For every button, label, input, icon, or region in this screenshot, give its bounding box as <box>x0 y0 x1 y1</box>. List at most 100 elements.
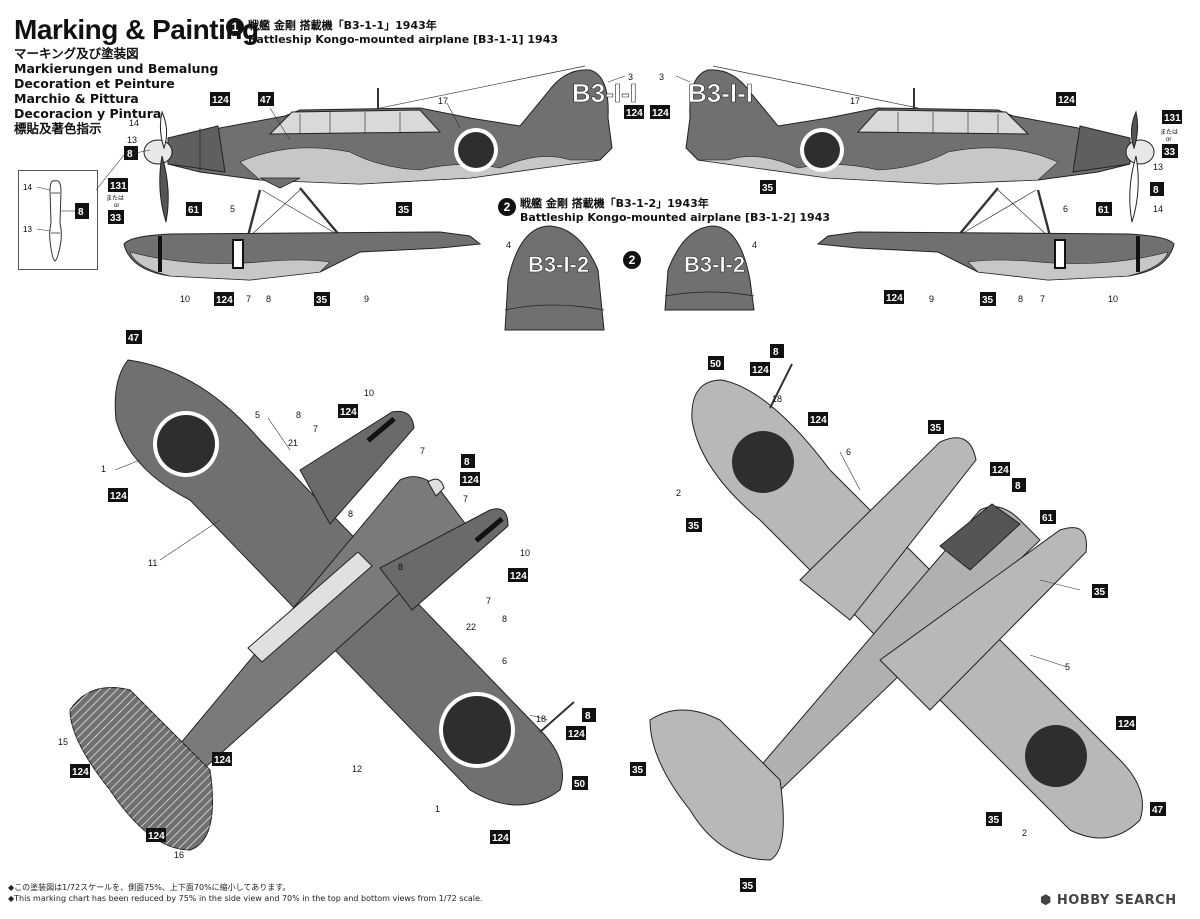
alt-en-right: or <box>1166 137 1171 143</box>
callout-13-left: 13 <box>127 135 137 145</box>
callout-18-top: 18 <box>536 714 546 724</box>
callout-15-top: 15 <box>58 737 68 747</box>
box-35-j: 35 <box>742 881 754 892</box>
callout-2-bottom-b: 2 <box>1022 828 1027 838</box>
right-side-view <box>685 65 1175 281</box>
callout-9-right: 9 <box>929 294 934 304</box>
propeller-inset: 14 13 8 <box>18 170 98 270</box>
box-8-right: 8 <box>1153 185 1159 196</box>
alt-jp-left: または <box>106 195 124 202</box>
callout-7-top-c: 7 <box>463 494 468 504</box>
box-61-right: 61 <box>1098 205 1110 216</box>
box-124-j: 124 <box>110 491 127 502</box>
version2-badge: 2 <box>498 198 516 216</box>
footer-note-jp: ◆この塗装図は1/72スケールを、側面75%、上下面70%に縮小してあります。 <box>8 883 291 892</box>
box-124-e: 124 <box>216 295 233 306</box>
callout-17-right: 17 <box>850 96 860 106</box>
callout-7-right: 7 <box>1040 294 1045 304</box>
callout-6-side: 6 <box>1063 204 1068 214</box>
subtitle-fr: Decoration et Peinture <box>14 76 175 91</box>
box-61-bottom: 61 <box>1042 513 1054 524</box>
box-131-left: 131 <box>110 181 127 192</box>
inset-callout-14: 14 <box>23 183 32 192</box>
callout-1-top-b: 1 <box>435 804 440 814</box>
callout-8-top-d: 8 <box>502 614 507 624</box>
box-33-right: 33 <box>1164 147 1176 158</box>
circle-callouts: 17 17 3 3 14 13 13 14 5 6 10 10 7 7 8 8 … <box>58 72 1163 860</box>
subtitle-es: Decoracion y Pintura <box>14 106 162 121</box>
callout-7-top-a: 7 <box>313 424 318 434</box>
version1-caption-jp: 戦艦 金剛 搭載機「B3-1-1」1943年 <box>248 19 437 32</box>
version2-tail-left: B3-I-2 <box>504 225 605 331</box>
box-124-p: 124 <box>752 365 769 376</box>
callout-11-top: 11 <box>148 558 157 568</box>
footer-note-en: ◆This marking chart has been reduced by … <box>8 894 483 903</box>
callout-14-right: 14 <box>1153 204 1163 214</box>
alt-en-left: or <box>114 203 119 209</box>
callout-9-left: 9 <box>364 294 369 304</box>
box-124-o: 124 <box>492 833 509 844</box>
page-title: Marking & Painting <box>14 14 259 45</box>
box-35-h: 35 <box>988 815 1000 826</box>
box-50-bottom: 50 <box>710 359 722 370</box>
box-124-b: 124 <box>626 108 643 119</box>
callout-4-right: 4 <box>752 240 757 250</box>
version1-caption: 戦艦 金剛 搭載機「B3-1-1」1943年 Battleship Kongo-… <box>248 17 558 46</box>
callout-8-right: 8 <box>1018 294 1023 304</box>
top-view <box>69 359 575 851</box>
callout-22-top: 22 <box>466 622 476 632</box>
box-124-i: 124 <box>510 571 527 582</box>
box-131-right: 131 <box>1164 113 1181 124</box>
callout-2-bottom-a: 2 <box>676 488 681 498</box>
inset-callout-8: 8 <box>78 207 84 218</box>
box-47-side: 47 <box>260 95 272 106</box>
box-124-h: 124 <box>462 475 479 486</box>
inset-callout-13: 13 <box>23 225 32 234</box>
version2-caption-en: Battleship Kongo-mounted airplane [B3-1-… <box>520 211 831 224</box>
version2-tail-right: B3-I-2 <box>664 225 755 311</box>
callout-3-right: 3 <box>659 72 664 82</box>
box-35-d: 35 <box>982 295 994 306</box>
callout-13-right: 13 <box>1153 162 1163 172</box>
subtitle-it: Marchio & Pittura <box>14 91 139 106</box>
box-61-left: 61 <box>188 205 200 216</box>
alt-jp-right: または <box>1160 129 1178 136</box>
box-124-f: 124 <box>886 293 903 304</box>
version2-center-badge: 2 <box>623 251 641 269</box>
callout-3-left: 3 <box>628 72 633 82</box>
box-124-k: 124 <box>568 729 585 740</box>
subtitle-list: マーキング及び塗装図 Markierungen und Bemalung Dec… <box>14 46 218 136</box>
leader-lines <box>95 75 1081 721</box>
watermark-text: HOBBY SEARCH <box>1056 893 1177 908</box>
callout-21-top: 21 <box>288 438 298 448</box>
version2-caption-jp: 戦艦 金剛 搭載機「B3-1-2」1943年 <box>520 197 709 210</box>
callout-5-bottom: 5 <box>1065 662 1070 672</box>
box-35-c: 35 <box>316 295 328 306</box>
box-8-top-a: 8 <box>464 457 470 468</box>
box-35-b: 35 <box>762 183 774 194</box>
box-47-top: 47 <box>128 333 140 344</box>
callout-8-top-c: 8 <box>398 562 403 572</box>
watermark: ⬢ HOBBY SEARCH <box>1040 893 1177 908</box>
box-124-a: 124 <box>212 95 229 106</box>
right-tail-code: B3-I-I <box>688 78 753 108</box>
box-35-f: 35 <box>688 521 700 532</box>
callout-12-top: 12 <box>352 764 362 774</box>
box-124-g: 124 <box>340 407 357 418</box>
box-50-top: 50 <box>574 779 586 790</box>
box-8-left: 8 <box>127 149 133 160</box>
version1-caption-en: Battleship Kongo-mounted airplane [B3-1-… <box>248 33 559 46</box>
callout-10-right: 10 <box>1108 294 1118 304</box>
callout-16-top: 16 <box>174 850 184 860</box>
box-124-q: 124 <box>810 415 827 426</box>
box-124-c: 124 <box>652 108 669 119</box>
box-8-bottom-a: 8 <box>773 347 779 358</box>
box-124-r: 124 <box>992 465 1009 476</box>
watermark-logo-icon: ⬢ <box>1040 893 1057 908</box>
box-8-top-b: 8 <box>585 711 591 722</box>
box-8-bottom-b: 8 <box>1015 481 1021 492</box>
callout-6-top: 6 <box>502 656 507 666</box>
box-124-n: 124 <box>148 831 165 842</box>
box-124-l: 124 <box>214 755 231 766</box>
